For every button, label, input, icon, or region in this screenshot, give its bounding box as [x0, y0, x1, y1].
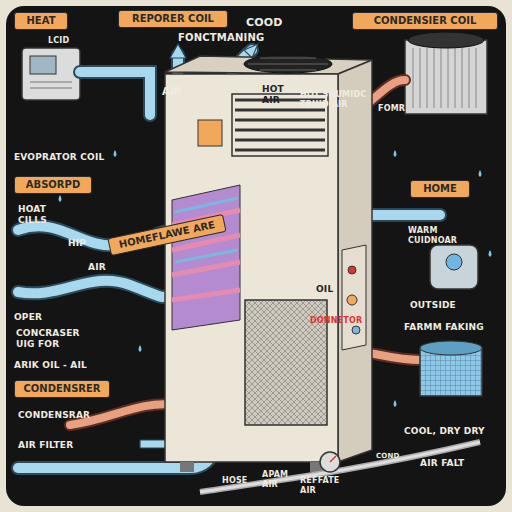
part-label: CONCRASER UIG FOR [16, 328, 96, 350]
tag-label: REPORER COIL [118, 10, 228, 28]
part-label: LCID [48, 36, 88, 46]
tag-text: CONDENSRER [19, 382, 105, 396]
part-label: OPER [14, 312, 64, 323]
lcd-unit [22, 48, 80, 100]
part-label: ARIK OIL - AIL [14, 360, 124, 371]
tag-text: CONDENSIER COIL [357, 14, 493, 28]
tag-text: HEAT [19, 14, 63, 28]
part-label: OIL [316, 284, 340, 295]
tag-label: CONDENSRER [14, 380, 110, 398]
part-label: APAM AIR [262, 470, 296, 490]
tag-text: REPORER COIL [123, 12, 223, 26]
outdoor-condenser [405, 32, 487, 114]
tag-text: HOMEFLAWE ARE [113, 217, 222, 253]
part-label: HOAT CILLS [18, 204, 78, 226]
tag-label: HOME [410, 180, 470, 198]
part-label: REFFATE AIR [300, 476, 346, 496]
main-ac-unit [165, 55, 372, 472]
tag-text: ABSORPD [19, 178, 87, 192]
part-label: FONCTMANING [178, 32, 298, 44]
part-label: FOMR [378, 104, 418, 114]
part-label: HIP [68, 238, 98, 249]
part-label: EVOPRATOR COIL [14, 152, 124, 163]
part-label: OUTSIDE [410, 300, 480, 311]
tag-label: CONDENSIER COIL [352, 12, 498, 30]
tag-text: HOME [415, 182, 465, 196]
part-label: AIR [88, 262, 118, 273]
part-label: COND [376, 452, 416, 461]
fan-unit [420, 341, 482, 396]
part-label: HOT SHUMIDC TRUID AIR [300, 90, 380, 110]
warm-condensor [430, 245, 478, 289]
part-label: AIR FALT [420, 458, 490, 469]
part-label: FARMM FAKING [404, 322, 494, 333]
part-label: AIR [162, 86, 202, 98]
part-label: COOL, DRY DRY [404, 426, 494, 437]
water-droplets [59, 150, 492, 407]
blue-pipe [18, 50, 440, 468]
part-label: COOD [246, 16, 306, 29]
tag-label: HEAT [14, 12, 68, 30]
black-board [6, 6, 506, 506]
part-label: WARM CUIDNOAR [408, 226, 488, 246]
part-label: DONNETOR [310, 316, 370, 326]
blue-pipe-outline [18, 50, 440, 468]
part-label: HOT AIR [262, 84, 298, 106]
part-label: HOSE [222, 476, 262, 486]
part-label: AIR FILTER [18, 440, 118, 451]
tag-label: ABSORPD [14, 176, 92, 194]
part-label: CONDENSRAR [18, 410, 118, 421]
tag-label: HOMEFLAWE ARE [107, 214, 226, 256]
